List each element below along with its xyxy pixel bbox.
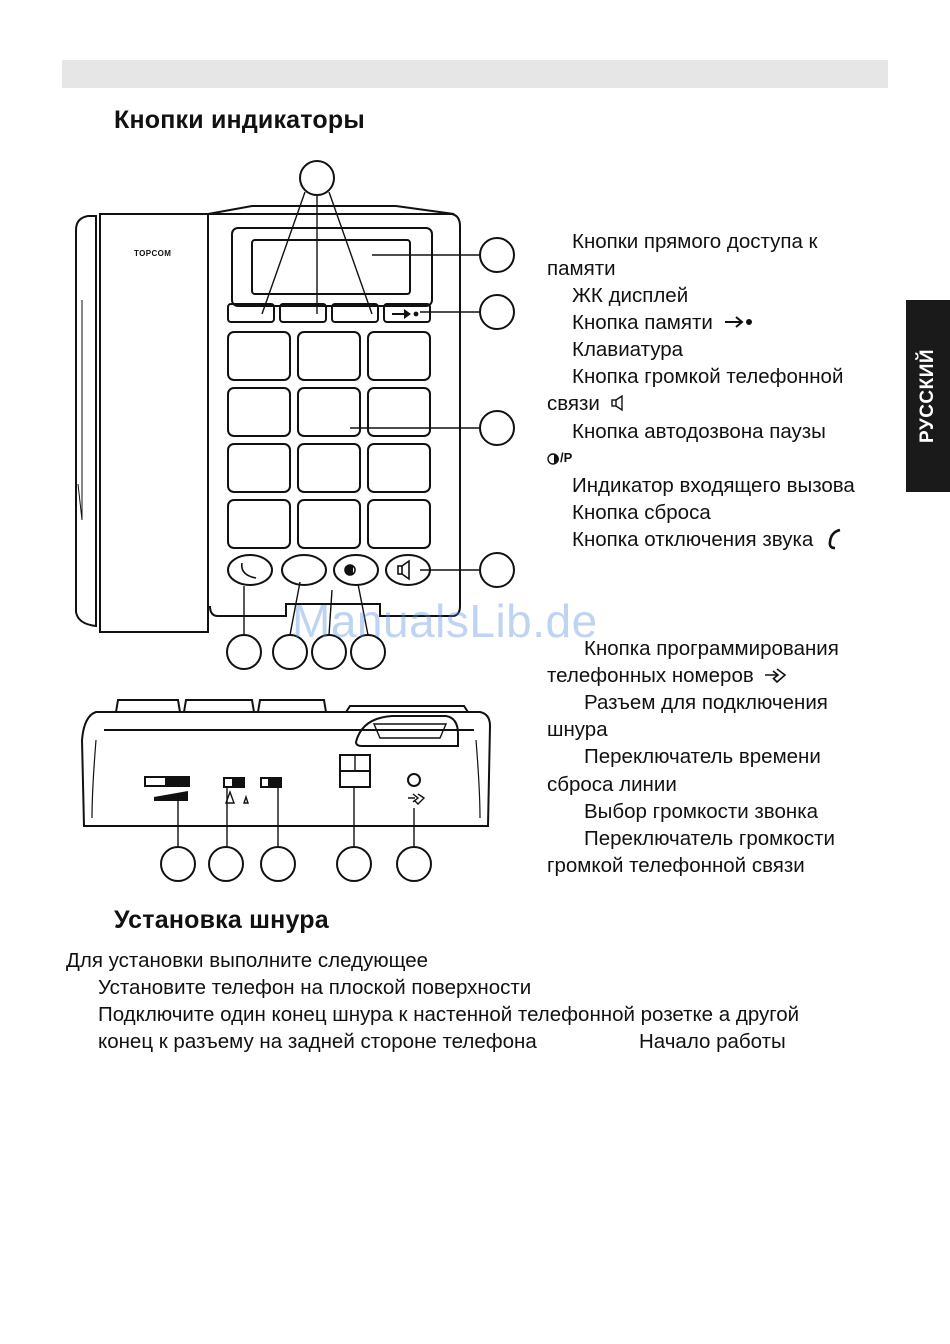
install-line-4b: Начало работы bbox=[639, 1030, 786, 1053]
phone-body bbox=[208, 213, 461, 617]
memory-key-1 bbox=[227, 303, 275, 323]
memory-store-key bbox=[383, 303, 431, 323]
section-title-buttons: Кнопки индикаторы bbox=[114, 106, 365, 134]
redial-key bbox=[333, 554, 379, 586]
legend-7: Индикатор входящего вызова bbox=[572, 474, 855, 497]
mute-key bbox=[227, 554, 273, 586]
legend-3-text: Кнопка памяти bbox=[572, 311, 713, 334]
brand-logo: TOPCOM bbox=[134, 249, 172, 258]
legend-5a: Кнопка громкой телефонной bbox=[572, 365, 844, 388]
legend-5b: связи bbox=[547, 390, 623, 417]
legend-8: Кнопка сброса bbox=[572, 501, 711, 524]
legend-11b: шнура bbox=[547, 718, 608, 741]
legend-4: Клавиатура bbox=[572, 338, 684, 361]
legend-11a: Разъем для подключения bbox=[584, 691, 828, 714]
program-arrow-icon bbox=[765, 667, 787, 683]
legend-14a: Переключатель громкости bbox=[584, 827, 835, 850]
memory-arrow-icon bbox=[724, 315, 752, 328]
keypad bbox=[227, 331, 431, 549]
dc-jack bbox=[407, 773, 421, 787]
legend-10a: Кнопка программирования bbox=[584, 637, 839, 660]
handset-mute-icon bbox=[828, 528, 841, 549]
legend-5b-text: связи bbox=[547, 392, 600, 415]
legend-12b: сброса линии bbox=[547, 773, 677, 796]
memory-key-2 bbox=[279, 303, 327, 323]
speaker-icon bbox=[610, 394, 623, 411]
pause-label: /P bbox=[560, 450, 573, 465]
memory-key-3 bbox=[331, 303, 379, 323]
section-title-install: Установка шнура bbox=[114, 906, 329, 934]
legend-1a: Кнопки прямого доступа к bbox=[572, 230, 818, 253]
install-line-4: конец к разъему на задней стороне телефо… bbox=[98, 1030, 537, 1053]
handset bbox=[75, 215, 97, 628]
flash-key bbox=[281, 554, 327, 586]
legend-10b-text: телефонных номеров bbox=[547, 664, 754, 687]
legend-9: Кнопка отключения звука bbox=[572, 526, 841, 553]
install-line-3: Подключите один конец шнура к настенной … bbox=[98, 1003, 800, 1026]
language-tab: РУССКИЙ bbox=[906, 300, 950, 492]
lcd-display bbox=[251, 239, 411, 295]
legend-6b: /P bbox=[547, 448, 573, 468]
legend-6: Кнопка автодозвона паузы bbox=[572, 420, 826, 443]
legend-13: Выбор громкости звонка bbox=[584, 800, 819, 823]
header-bar bbox=[62, 60, 888, 88]
rear-view-body bbox=[80, 711, 492, 827]
legend-10b: телефонных номеров bbox=[547, 662, 787, 689]
install-line-1: Для установки выполните следующее bbox=[66, 949, 429, 972]
install-line-2: Установите телефон на плоской поверхност… bbox=[98, 976, 532, 999]
legend-12a: Переключатель времени bbox=[584, 745, 821, 768]
legend-2: ЖК дисплей bbox=[572, 284, 689, 307]
legend-3: Кнопка памяти bbox=[572, 309, 753, 336]
legend-9-text: Кнопка отключения звука bbox=[572, 528, 814, 551]
watermark: ManualsLib.de bbox=[292, 595, 598, 647]
legend-14b: громкой телефонной связи bbox=[547, 854, 805, 877]
legend-1b: памяти bbox=[547, 257, 616, 280]
redial-icon bbox=[547, 452, 559, 465]
